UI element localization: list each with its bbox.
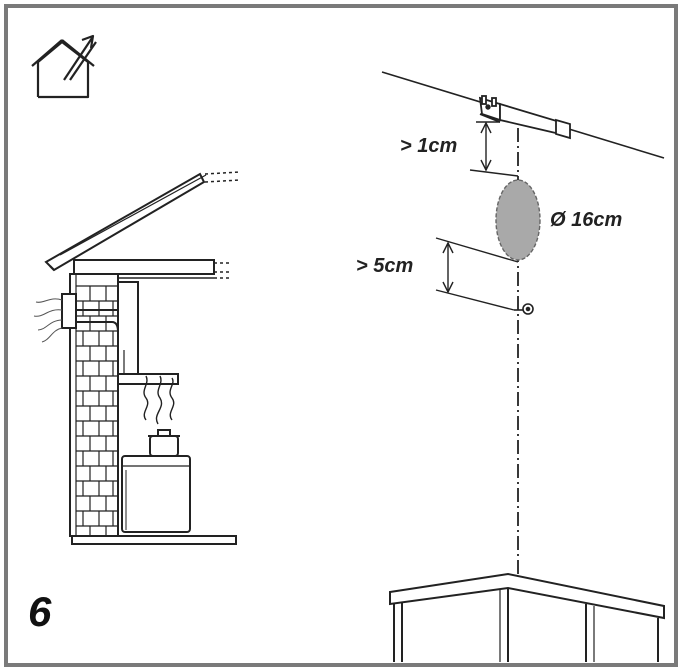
floor bbox=[71, 535, 237, 545]
label-bracket-gap: > 1cm bbox=[400, 135, 457, 157]
panel-frame bbox=[4, 4, 678, 667]
brick-wall bbox=[69, 273, 119, 537]
dimension-hook-gap bbox=[435, 237, 519, 311]
hood-body bbox=[389, 572, 665, 662]
ceiling-bracket bbox=[478, 95, 571, 140]
house-vent-icon bbox=[31, 34, 97, 99]
brick-courses bbox=[76, 285, 118, 536]
mounting-detail bbox=[381, 71, 665, 662]
wall-section-illustration bbox=[33, 171, 241, 545]
dimension-bracket-gap bbox=[469, 121, 519, 177]
roof bbox=[44, 171, 241, 272]
hood-chimney bbox=[117, 281, 139, 375]
cooker bbox=[121, 455, 191, 533]
cooking-steam bbox=[143, 375, 175, 425]
exhaust-airflow bbox=[33, 298, 63, 343]
step-number: 6 bbox=[28, 588, 52, 635]
hook-screw bbox=[514, 303, 534, 315]
cooking-pot bbox=[148, 429, 180, 457]
ducting-hole bbox=[495, 179, 541, 261]
label-hole-diameter: Ø 16cm bbox=[550, 209, 622, 231]
label-hook-gap: > 5cm bbox=[356, 255, 413, 277]
ceiling bbox=[73, 259, 230, 279]
hood-canopy bbox=[117, 373, 179, 385]
